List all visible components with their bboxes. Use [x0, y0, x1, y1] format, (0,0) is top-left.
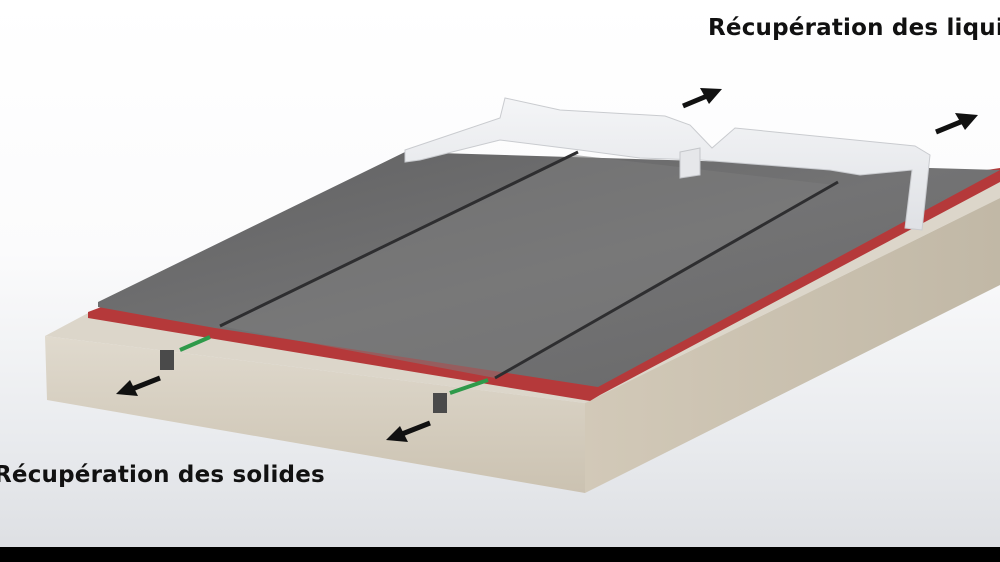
- label-solids-recovery: Récupération des solides: [0, 462, 325, 488]
- label-liquids-recovery: Récupération des liquides: [708, 15, 1000, 41]
- slab-seam-right: [494, 180, 839, 380]
- outlet-marker-left: [179, 335, 211, 352]
- liquid-arrow-right: [935, 113, 978, 135]
- weir-wall: [404, 97, 931, 231]
- solids-outlet-right: [433, 393, 447, 413]
- letterbox-bar: [0, 547, 1000, 562]
- solids-outlet-left: [160, 350, 174, 370]
- solids-arrow-right: [386, 420, 431, 442]
- slab-panel-center: [220, 155, 835, 378]
- solids-arrow-left: [116, 375, 161, 396]
- slab-seam-left: [219, 150, 579, 328]
- weir-notch-block: [679, 147, 701, 179]
- liquid-arrow-left: [682, 88, 722, 109]
- concrete-side-face: [585, 198, 1000, 493]
- outlet-marker-right: [449, 378, 489, 395]
- concrete-front-face: [45, 336, 585, 493]
